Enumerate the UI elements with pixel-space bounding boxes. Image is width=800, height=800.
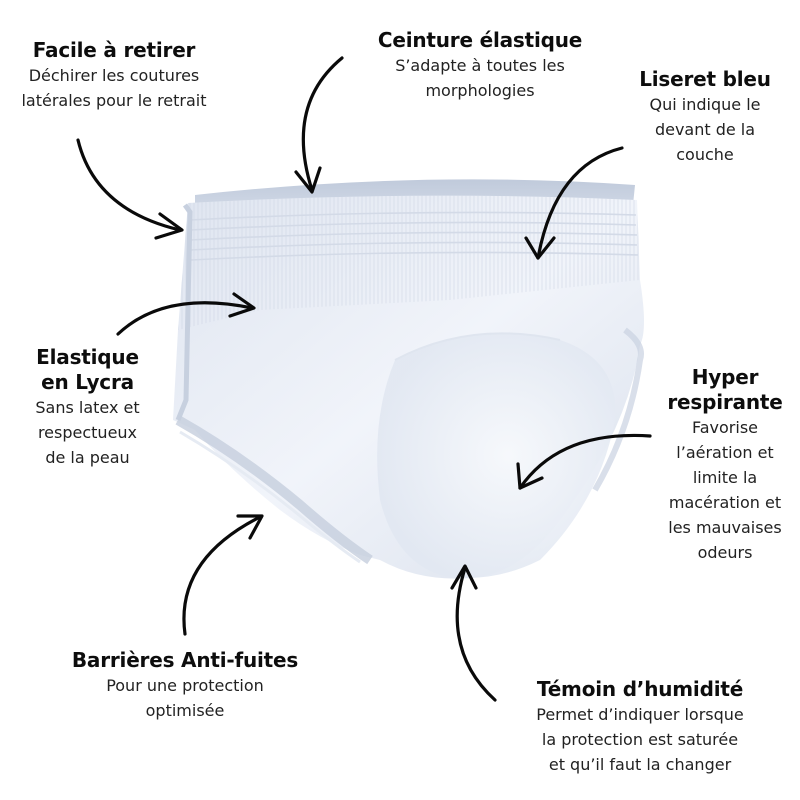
callout-title: Barrières Anti-fuites xyxy=(71,648,299,672)
desc-line: morphologies xyxy=(425,81,535,100)
arrow-liseret xyxy=(524,146,624,260)
callout-liseret-bleu: Liseret bleu Qui indique le devant de la… xyxy=(615,67,795,167)
desc-line: Sans latex et xyxy=(35,398,140,417)
title-line: en Lycra xyxy=(41,370,134,394)
desc-line: limite la xyxy=(692,468,758,487)
title-line: respirante xyxy=(667,390,783,414)
desc-line: odeurs xyxy=(697,543,753,562)
callout-barrieres-anti-fuites: Barrières Anti-fuites Pour une protectio… xyxy=(40,648,330,723)
callout-title: Hyper respirante xyxy=(650,365,800,415)
desc-line: optimisée xyxy=(145,701,225,720)
arrow-ceinture xyxy=(294,56,344,194)
callout-desc: Sans latex et respectueux de la peau xyxy=(5,395,170,470)
callout-title: Liseret bleu xyxy=(639,67,771,91)
arrow-temoin xyxy=(450,564,497,702)
callout-title: Témoin d’humidité xyxy=(536,677,744,701)
title-line: Elastique xyxy=(36,345,139,369)
desc-line: les mauvaises xyxy=(668,518,782,537)
desc-line: latérales pour le retrait xyxy=(21,91,207,110)
callout-title: Ceinture élastique xyxy=(377,28,583,52)
callout-desc: Déchirer les coutures latérales pour le … xyxy=(0,63,228,113)
arrow-barrieres xyxy=(182,514,264,636)
desc-line: et qu’il faut la changer xyxy=(548,755,732,774)
desc-line: Permet d’indiquer lorsque xyxy=(536,705,744,724)
desc-line: Déchirer les coutures xyxy=(28,66,200,85)
desc-line: la protection est saturée xyxy=(541,730,739,749)
callout-facile-a-retirer: Facile à retirer Déchirer les coutures l… xyxy=(0,38,228,113)
callout-hyper-respirante: Hyper respirante Favorise l’aération et … xyxy=(650,365,800,565)
desc-line: macération et xyxy=(668,493,782,512)
desc-line: Favorise xyxy=(692,418,758,437)
arrow-facile xyxy=(76,138,184,240)
desc-line: devant de la xyxy=(654,120,756,139)
arrow-elastique xyxy=(116,292,256,336)
callout-desc: Qui indique le devant de la couche xyxy=(615,92,795,167)
callout-ceinture-elastique: Ceinture élastique S’adapte à toutes les… xyxy=(340,28,620,103)
callout-desc: Permet d’indiquer lorsque la protection … xyxy=(500,702,780,777)
desc-line: S’adapte à toutes les xyxy=(395,56,565,75)
garment-body xyxy=(173,195,644,579)
title-line: Hyper xyxy=(691,365,759,389)
callout-title: Facile à retirer xyxy=(32,38,196,62)
desc-line: de la peau xyxy=(45,448,130,467)
desc-line: Qui indique le xyxy=(649,95,761,114)
desc-line: couche xyxy=(676,145,734,164)
callout-desc: Pour une protection optimisée xyxy=(40,673,330,723)
desc-line: l’aération et xyxy=(676,443,774,462)
desc-line: Pour une protection xyxy=(106,676,264,695)
desc-line: respectueux xyxy=(37,423,138,442)
callout-temoin-humidite: Témoin d’humidité Permet d’indiquer lors… xyxy=(500,677,780,777)
callout-desc: Favorise l’aération et limite la macérat… xyxy=(650,415,800,565)
callout-desc: S’adapte à toutes les morphologies xyxy=(340,53,620,103)
callout-elastique-lycra: Elastique en Lycra Sans latex et respect… xyxy=(5,345,170,470)
callout-title: Elastique en Lycra xyxy=(5,345,170,395)
arrow-hyper xyxy=(516,433,652,490)
